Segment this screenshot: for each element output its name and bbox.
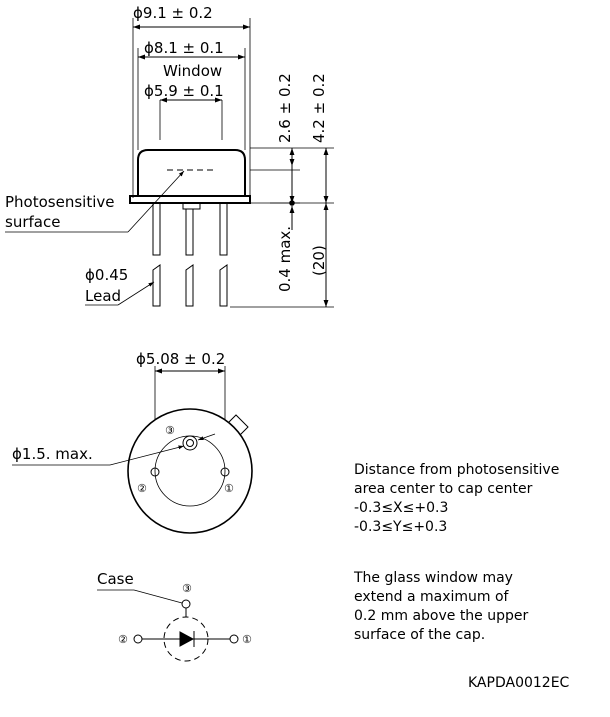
lead-center-lower xyxy=(185,264,194,307)
glass-note-line-4: surface of the cap. xyxy=(354,627,485,643)
distance-note-line-2: area center to cap center xyxy=(354,481,533,497)
lead-leader xyxy=(117,281,155,306)
schematic: Case ③ ② ① xyxy=(97,570,252,662)
lead-right-lower xyxy=(219,264,228,307)
notes: Distance from photosensitive area center… xyxy=(353,462,570,691)
cap-diameter-label: ϕ8.1 ± 0.1 xyxy=(144,39,224,57)
pin-circle-label: ϕ5.08 ± 0.2 xyxy=(136,350,225,368)
window-diameter-label: ϕ5.9 ± 0.1 xyxy=(144,82,224,100)
lead-center-upper xyxy=(185,208,194,256)
lead-left-upper xyxy=(152,202,161,256)
lead-left-lower xyxy=(152,264,161,307)
lead-label: Lead xyxy=(85,287,121,305)
tolerance-y: -0.3≤Y≤+0.3 xyxy=(354,519,447,535)
drawing-code: KAPDA0012EC xyxy=(468,675,570,691)
schematic-pin-3-node xyxy=(181,599,191,609)
glass-note-line-3: 0.2 mm above the upper xyxy=(354,608,529,624)
pin-3-label: ③ xyxy=(165,424,175,437)
case-pin-diameter-label: ϕ1.5. max. xyxy=(12,445,93,463)
flange xyxy=(129,195,251,204)
tolerance-x: -0.3≤X≤+0.3 xyxy=(354,500,448,516)
side-view: ϕ9.1 ± 0.2 ϕ8.1 ± 0.1 Window ϕ5.9 ± 0.1 … xyxy=(5,4,334,308)
outer-diameter-label: ϕ9.1 ± 0.2 xyxy=(133,4,213,22)
orientation-tab xyxy=(225,414,249,438)
schematic-pin-2-node xyxy=(133,634,143,644)
window-label: Window xyxy=(163,62,222,80)
schematic-pin-2-label: ② xyxy=(118,633,128,646)
total-height-label: 4.2 ± 0.2 xyxy=(310,73,328,143)
base-outer-circle xyxy=(127,408,253,534)
schematic-pin-3-label: ③ xyxy=(182,582,192,595)
schematic-pin-1-label: ① xyxy=(242,633,252,646)
pin-2-hole xyxy=(150,467,160,477)
case-label: Case xyxy=(97,570,134,588)
lead-right-upper xyxy=(219,202,228,256)
pin-2-label: ② xyxy=(137,482,147,495)
photosensitive-label-1: Photosensitive xyxy=(5,193,114,211)
surface-offset-label: 0.4 max. xyxy=(276,226,294,292)
distance-note-line-1: Distance from photosensitive xyxy=(354,462,559,478)
photosensitive-leader xyxy=(127,170,185,233)
photosensitive-label-2: surface xyxy=(5,213,60,231)
lead-diameter-label: ϕ0.45 xyxy=(85,266,128,284)
window-height-label: 2.6 ± 0.2 xyxy=(276,73,294,143)
case-pin-leader xyxy=(109,445,185,466)
pin-1-label: ① xyxy=(224,482,234,495)
lead-length-label: (20) xyxy=(310,245,328,276)
glass-note-line-1: The glass window may xyxy=(353,570,513,586)
cap-body xyxy=(137,149,246,196)
bottom-view: ϕ5.08 ± 0.2 ③ ② ① ϕ1.5. max. xyxy=(12,350,253,534)
glass-note-line-2: extend a maximum of xyxy=(354,589,510,605)
photodiode-symbol xyxy=(179,631,195,647)
case-leader xyxy=(133,589,183,604)
pin-1-hole xyxy=(220,467,230,477)
pin-3-hole xyxy=(182,435,198,451)
schematic-pin-1-node xyxy=(229,634,239,644)
